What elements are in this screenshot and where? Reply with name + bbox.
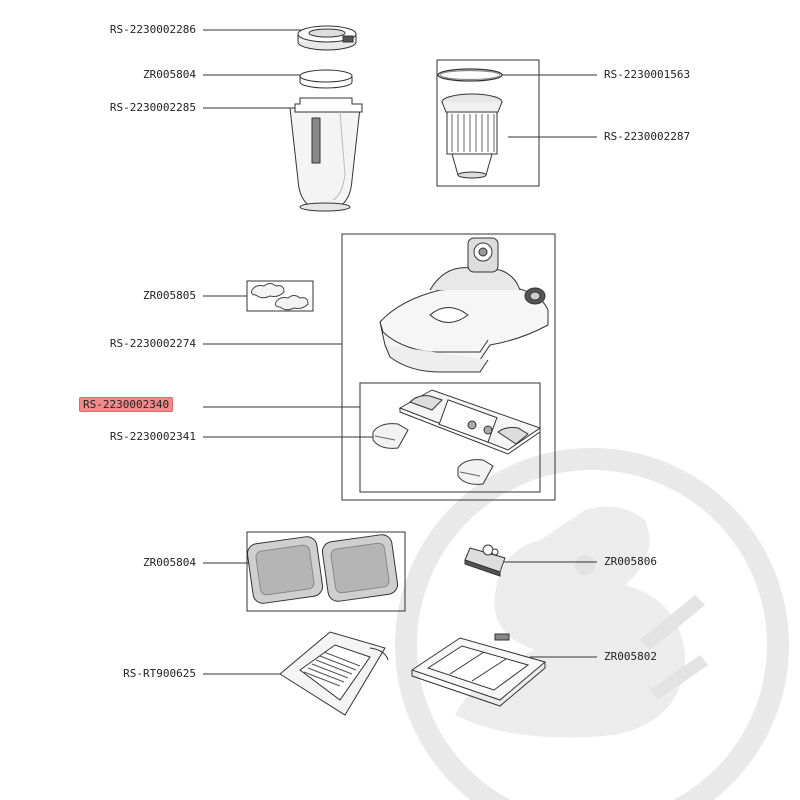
part-label-zr005804-pads[interactable]: ZR005804 (46, 556, 196, 570)
part-label-rs-2230002285[interactable]: RS-2230002285 (46, 101, 196, 115)
dust-cup-lid-part (298, 26, 356, 50)
part-label-rs-2230002341[interactable]: RS-2230002341 (46, 430, 196, 444)
part-label-zr005802[interactable]: ZR005802 (604, 650, 657, 664)
part-label-rs-2230002340-selected[interactable]: RS-2230002340 (79, 398, 173, 412)
part-label-rs-2230002287[interactable]: RS-2230002287 (604, 130, 690, 144)
part-label-zr005805[interactable]: ZR005805 (46, 289, 196, 303)
part-label-zr005804-filter[interactable]: ZR005804 (46, 68, 196, 82)
watermark-logo (406, 459, 778, 800)
mop-plate-part (400, 390, 540, 454)
part-label-rs-2230002286[interactable]: RS-2230002286 (46, 23, 196, 37)
part-label-rs-2230001563[interactable]: RS-2230001563 (604, 68, 690, 82)
connector-part (465, 545, 505, 576)
carpet-glider-part (280, 632, 388, 715)
filter-foam-disc-part (300, 70, 352, 88)
seal-ring-part (438, 69, 502, 81)
cyclone-filter-part (442, 94, 502, 178)
part-label-zr005806[interactable]: ZR005806 (604, 555, 657, 569)
part-label-rs-rt900625[interactable]: RS-RT900625 (46, 667, 196, 681)
dust-cup-part (290, 98, 362, 211)
floor-nozzle-part (380, 238, 548, 372)
felt-feet-part (252, 284, 309, 310)
mop-pads-part (246, 533, 399, 604)
selected-highlight[interactable]: RS-2230002340 (79, 397, 173, 412)
part-label-rs-2230002274[interactable]: RS-2230002274 (46, 337, 196, 351)
